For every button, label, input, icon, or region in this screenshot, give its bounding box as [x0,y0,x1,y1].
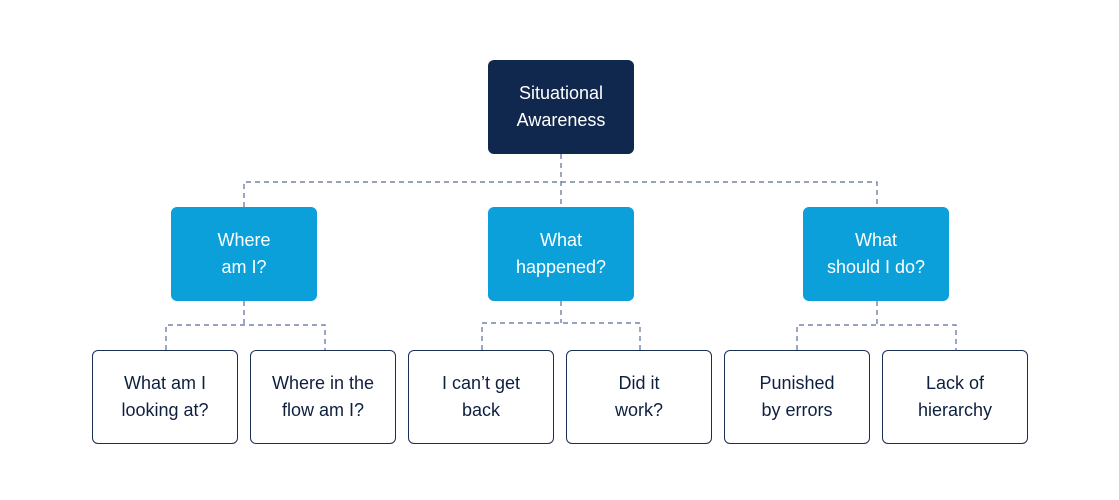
branch-node-what-should-i-do: What should I do? [803,207,949,301]
leaf-node-label: What am I looking at? [121,373,209,420]
leaf-node-what-am-i-looking-at: What am I looking at? [92,350,238,444]
leaf-node-punished-by-errors: Punished by errors [724,350,870,444]
leaf-node-where-in-the-flow: Where in the flow am I? [250,350,396,444]
leaf-node-label: I can’t get back [441,373,521,420]
branch-node-label: Where am I? [217,230,271,277]
root-node-situational-awareness: Situational Awareness [488,60,634,154]
branch-node-what-happened: What happened? [488,207,634,301]
connector-branch-0-children [165,301,326,350]
leaf-node-cant-get-back: I can’t get back [408,350,554,444]
leaf-node-lack-of-hierarchy: Lack of hierarchy [882,350,1028,444]
root-node-label: Situational Awareness [516,83,606,130]
branch-node-label: What happened? [515,230,607,277]
leaf-node-label: Where in the flow am I? [271,373,375,420]
connector-root-branches [243,181,878,207]
leaf-node-label: Did it work? [614,373,663,420]
leaf-node-label: Punished by errors [759,373,835,420]
leaf-node-label: Lack of hierarchy [917,373,993,420]
branch-node-label: What should I do? [826,230,926,277]
connector-branch-2-children [796,301,957,350]
leaf-node-did-it-work: Did it work? [566,350,712,444]
connector-branch-1-children [481,301,641,350]
branch-node-where-am-i: Where am I? [171,207,317,301]
